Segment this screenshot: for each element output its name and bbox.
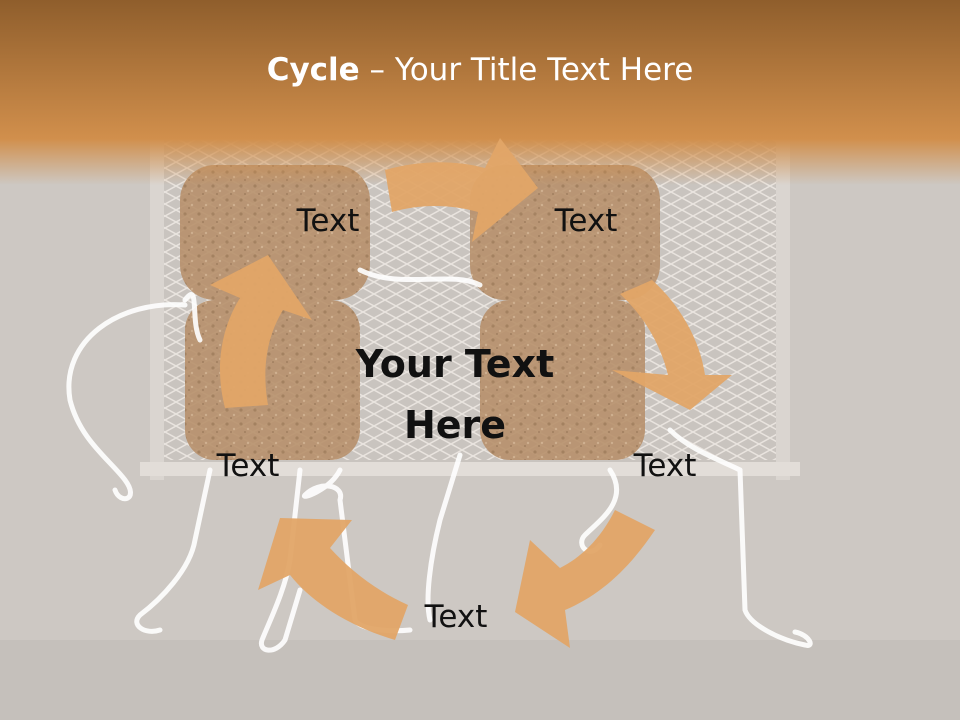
node-right-label: Text [633,448,697,484]
title-bold: Cycle [266,52,360,88]
node-bottom-label: Text [424,599,488,635]
arrow-bottom-right [515,510,655,648]
slide-title: Cycle – Your Title Text Here [0,52,960,88]
node-top-left-label: Text [296,203,360,239]
arrow-right [612,280,732,410]
corks [180,165,660,460]
wire-figures [66,267,813,653]
title-rest: – Your Title Text Here [359,52,694,88]
node-left-label: Text [216,448,280,484]
arrow-left [210,255,312,408]
center-text: Your Text Here [355,342,555,447]
node-top-right-label: Text [554,203,618,239]
arrow-top [385,138,538,242]
cycle-arrows [210,138,732,648]
arrow-bottom-left [258,518,408,640]
